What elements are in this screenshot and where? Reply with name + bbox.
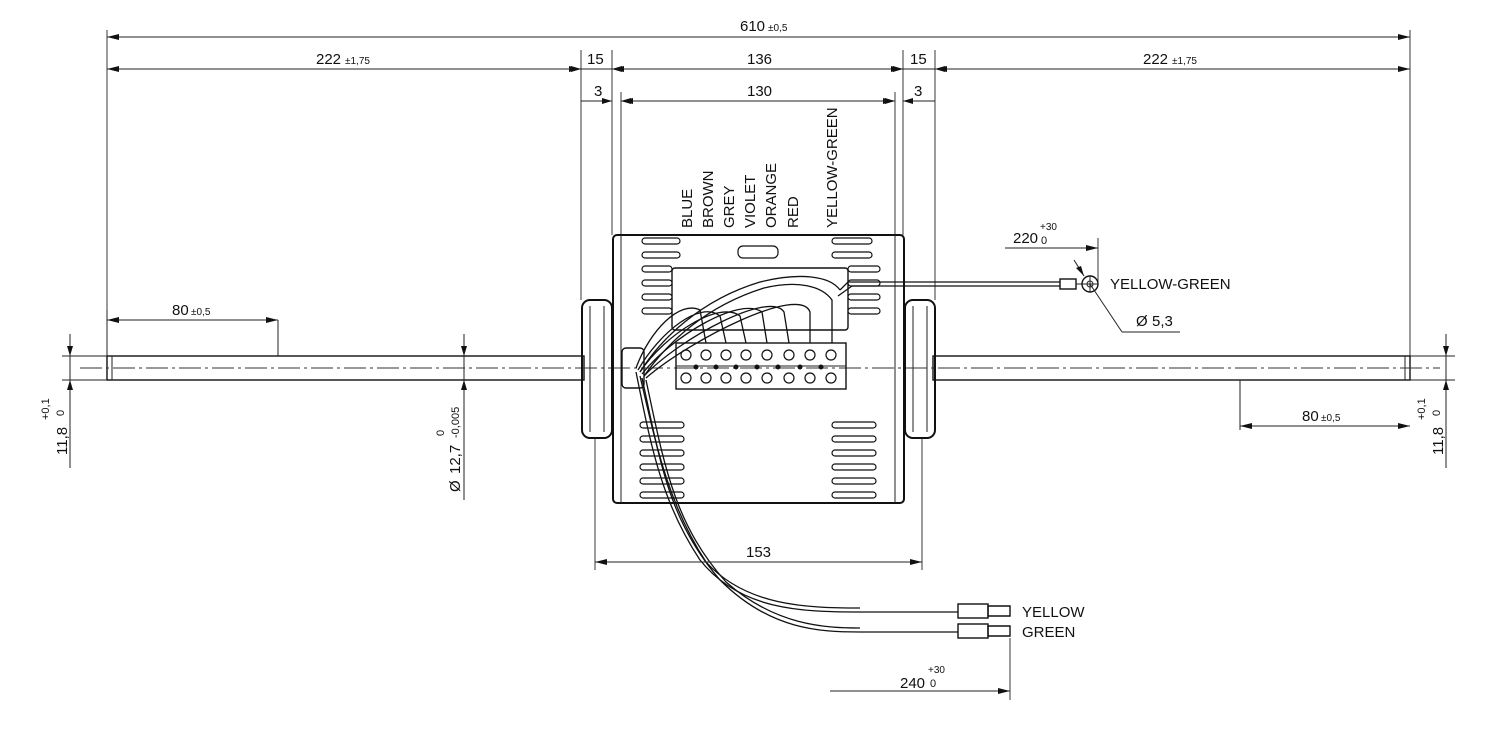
dim-shaft-diameter: Ø 12,7 0 -0,005: [435, 334, 467, 500]
internal-wires: [635, 275, 1060, 379]
dim-flat-height-right: 11,8 +0,1 0: [1410, 334, 1455, 468]
dim-lead-tol-lower: 0: [930, 678, 936, 690]
dim-overall-tol: ±0,5: [768, 23, 788, 34]
wire-label-grey: GREY: [721, 185, 738, 228]
dim-shaft-diameter-tol-lower: -0,005: [450, 407, 462, 438]
dim-flange-right: 15: [910, 51, 927, 68]
dim-shaft-right-tol: ±1,75: [1172, 56, 1197, 67]
dim-mount: 153: [594, 438, 923, 570]
dim-inner: 130: [747, 83, 772, 100]
dim-gap-right: 3: [914, 83, 922, 100]
wire-label-brown: BROWN: [700, 171, 717, 229]
dim-row-2: 222 ±1,75 15 136 15 222 ±1,75: [107, 50, 1410, 300]
dim-shaft-left-tol: ±1,75: [345, 56, 370, 67]
wire-label-orange: ORANGE: [763, 163, 780, 228]
wire-color-labels: BLUE BROWN GREY VIOLET ORANGE RED YELLOW…: [679, 107, 841, 228]
dim-shaft-diameter-symbol: Ø: [447, 480, 464, 492]
wire-label-yellow-green: YELLOW-GREEN: [824, 107, 841, 228]
lead-label-green: GREEN: [1022, 624, 1075, 641]
dim-flat-left-tol: ±0,5: [191, 307, 211, 318]
dim-flat-left-value: 80: [172, 302, 189, 319]
ring-diameter-value: 5,3: [1152, 313, 1173, 330]
dim-flat-height-left: 11,8 +0,1 0: [40, 334, 107, 468]
dim-flat-right-value: 80: [1302, 408, 1319, 425]
terminal-block: [675, 342, 847, 390]
ground-wire-label: YELLOW-GREEN: [1110, 276, 1231, 293]
shaft: [80, 320, 1440, 430]
dim-flat-right-tol: ±0,5: [1321, 413, 1341, 424]
dim-flat-left: 80 ±0,5: [106, 302, 278, 356]
dim-shaft-diameter-value: 12,7: [447, 445, 464, 474]
dim-ground-wire-tol-lower: 0: [1041, 235, 1047, 247]
dim-ground-wire-value: 220: [1013, 230, 1038, 247]
dim-flat-height-left-tol-lower: 0: [55, 410, 67, 416]
dim-flange-left: 15: [587, 51, 604, 68]
dim-shaft-right-value: 222: [1143, 51, 1168, 68]
dim-lead-tol-upper: +30: [928, 665, 945, 676]
ground-ring-terminal: 220 +30 0 YELLOW-GREEN Ø 5,3: [1005, 222, 1231, 333]
dim-flat-height-left-tol-upper: +0,1: [40, 398, 52, 420]
wire-label-red: RED: [785, 196, 802, 228]
dim-shaft-diameter-tol-upper: 0: [435, 430, 447, 436]
dim-mount-value: 153: [746, 544, 771, 561]
wire-label-blue: BLUE: [679, 189, 696, 228]
ring-diameter-symbol: Ø: [1136, 313, 1148, 330]
lead-label-yellow: YELLOW: [1022, 604, 1085, 621]
dim-body: 136: [747, 51, 772, 68]
external-leads: YELLOW GREEN 240 +30 0: [635, 371, 1085, 700]
dim-ground-wire-tol-upper: +30: [1040, 222, 1057, 233]
vent-slots: [639, 237, 881, 499]
dim-shaft-left-value: 222: [316, 51, 341, 68]
dim-flat-height-left-value: 11,8: [54, 427, 71, 455]
dim-flat-right: 80 ±0,5: [1240, 408, 1410, 429]
terminal-screws: [680, 349, 837, 384]
dim-overall-value: 610: [740, 18, 765, 35]
dim-flat-height-right-tol-upper: +0,1: [1416, 398, 1428, 420]
dim-flat-height-right-value: 11,8: [1430, 427, 1447, 455]
dim-lead-value: 240: [900, 675, 925, 692]
dim-flat-height-right-tol-lower: 0: [1431, 410, 1443, 416]
dim-gap-left: 3: [594, 83, 602, 100]
wire-label-violet: VIOLET: [742, 175, 759, 228]
motor-body: [581, 234, 936, 504]
dim-row-3: 3 130 3: [581, 83, 935, 235]
